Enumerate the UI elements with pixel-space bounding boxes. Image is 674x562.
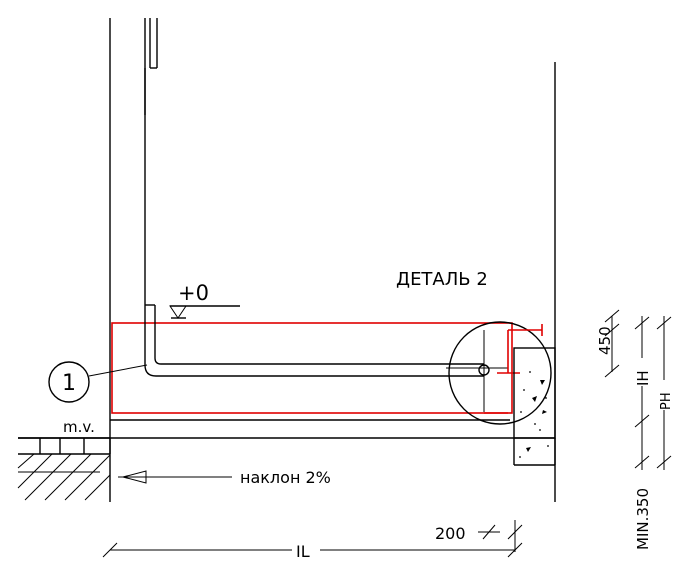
level-label: +0 (178, 281, 209, 305)
level-marker: +0 (169, 281, 240, 319)
ground-label: m.v. (63, 418, 95, 436)
dim-ih: IH (634, 370, 652, 386)
drain-pipe (144, 304, 508, 377)
dim-450: 450 (596, 326, 614, 355)
red-bracket (497, 324, 543, 374)
dim-200: 200 (435, 524, 466, 543)
ground-level: m.v. (17, 418, 111, 501)
red-pipe-zone (111, 322, 513, 414)
slope-indicator: наклон 2% (118, 468, 331, 487)
building-wall (109, 18, 158, 502)
dim-il: IL (296, 542, 310, 561)
right-dimensions: 450 IH PH MIN.350 (596, 309, 674, 550)
slope-label: наклон 2% (240, 468, 331, 487)
floor-slab (18, 419, 555, 439)
concrete-block (513, 347, 556, 466)
callout-1: 1 (48, 361, 148, 403)
detail-label: ДЕТАЛЬ 2 (396, 269, 488, 290)
dim-min350: MIN.350 (634, 488, 652, 550)
dim-ph: PH (659, 392, 674, 410)
bottom-dimensions: 200 IL (102, 520, 523, 561)
callout-number: 1 (62, 371, 76, 396)
detail-circle (448, 321, 552, 425)
